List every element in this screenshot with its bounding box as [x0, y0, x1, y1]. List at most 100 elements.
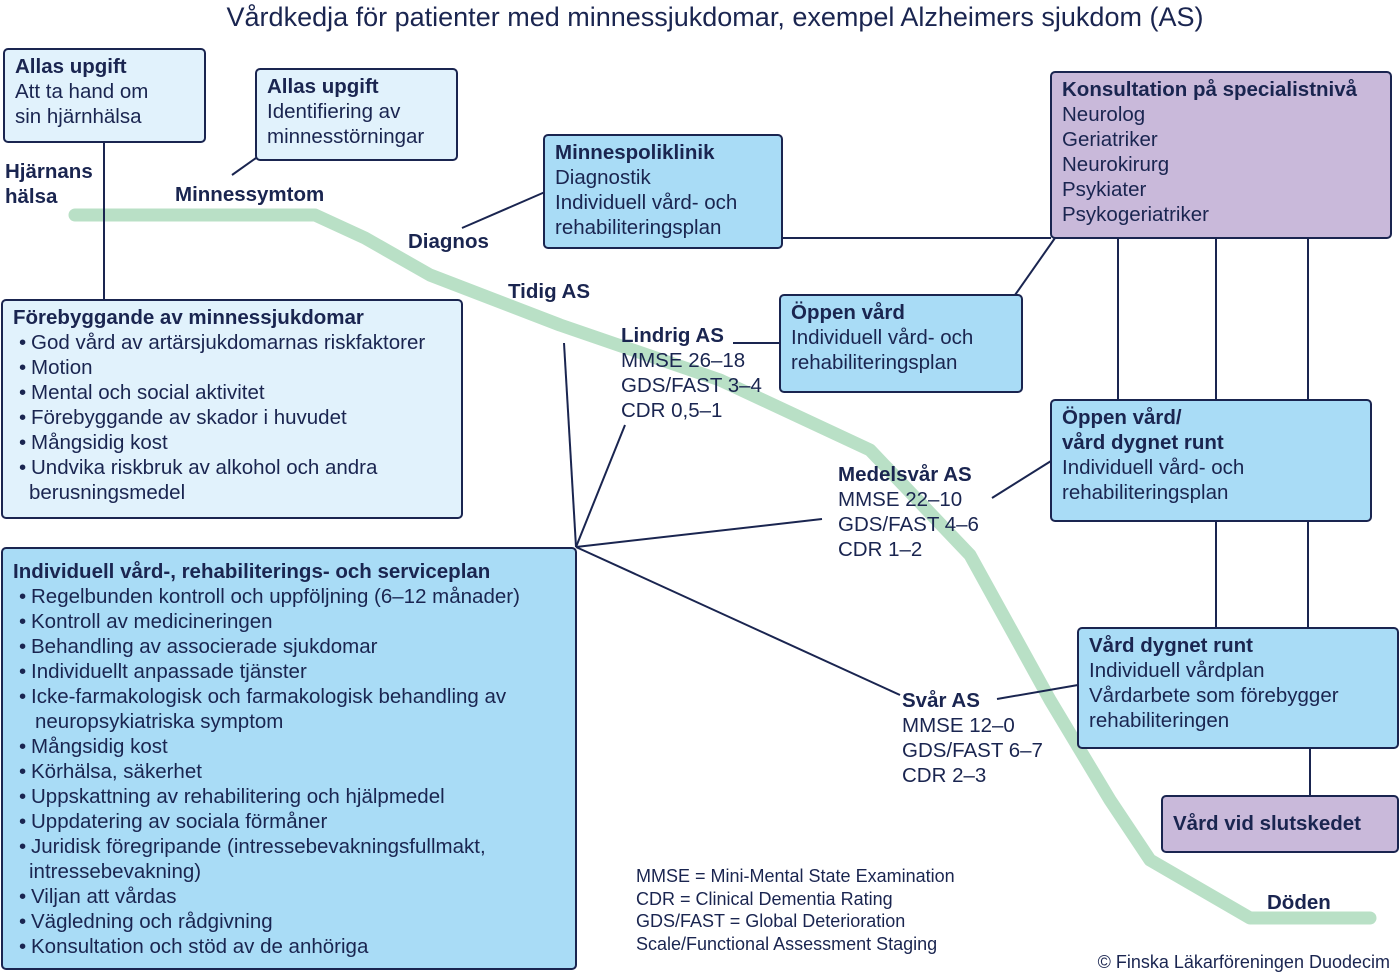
box-oppen-vard-dygnet-runt: Öppen vård/ vård dygnet runt Individuell… [1050, 399, 1372, 522]
box-line: Individuell vård- och [791, 326, 974, 349]
label-minnessymtom: Minnessymtom [175, 183, 325, 206]
stage-svar-as: Svår AS MMSE 12–0 GDS/FAST 6–7 CDR 2–3 [902, 688, 1043, 788]
box-konsultation-specialist: Konsultation på specialistnivå Neurolog … [1050, 71, 1392, 239]
box-heading: Allas upgift [15, 55, 127, 78]
label-line: Hjärnans [5, 160, 93, 183]
box-oppen-vard: Öppen vård Individuell vård- och rehabil… [779, 294, 1023, 393]
box-line: rehabiliteringen [1089, 709, 1230, 732]
box-line: rehabiliteringsplan [555, 216, 722, 239]
list-item: Undvika riskbruk av alkohol och andra [13, 455, 451, 480]
stage-line: GDS/FAST 6–7 [902, 739, 1043, 762]
connector-hub-medelsvar [575, 518, 823, 548]
stage-line: CDR 2–3 [902, 764, 987, 787]
legend-line: MMSE = Mini-Mental State Examination [636, 866, 955, 886]
label-tidig-as: Tidig AS [508, 280, 590, 303]
list-item: Behandling av associerade sjukdomar [13, 634, 565, 659]
box-line: Neurokirurg [1062, 153, 1170, 176]
box-vard-dygnet-runt: Vård dygnet runt Individuell vårdplan Vå… [1077, 627, 1399, 749]
stage-line: GDS/FAST 4–6 [838, 513, 979, 536]
list-item: Vägledning och rådgivning [13, 909, 565, 934]
list-item: God vård av artärsjukdomarnas riskfaktor… [13, 330, 451, 355]
bullet-list: Regelbunden kontroll och uppföljning (6–… [13, 584, 565, 709]
box-line: Att ta hand om [15, 80, 149, 103]
box-individuell-plan: Individuell vård-, rehabiliterings- och … [1, 547, 577, 970]
legend-line: Scale/Functional Assessment Staging [636, 933, 938, 954]
list-item-continuation: berusningsmedel [29, 481, 186, 504]
box-heading: Öppen vård/ [1062, 406, 1182, 429]
connector-konsultation-oppen [1014, 237, 1056, 296]
box-heading: Allas upgift [267, 75, 379, 98]
box-line: Identifiering av [267, 100, 401, 123]
legend-line: CDR = Clinical Dementia Rating [636, 888, 893, 909]
box-vard-vid-slutskedet: Vård vid slutskedet [1161, 795, 1399, 853]
list-item: Konsultation och stöd av de anhöriga [13, 934, 565, 959]
box-allas-upgift-halsa: Allas upgift Att ta hand om sin hjärnhäl… [3, 48, 206, 143]
list-item: Förebyggande av skador i huvudet [13, 405, 451, 430]
box-line: rehabiliteringsplan [1062, 481, 1229, 504]
box-line: Psykogeriatriker [1062, 203, 1209, 226]
box-line: Geriatriker [1062, 128, 1158, 151]
stage-line: GDS/FAST 3–4 [621, 374, 762, 397]
box-heading: Förebyggande av minnessjukdomar [13, 306, 364, 329]
box-line: Neurolog [1062, 103, 1146, 126]
connector-medelsvar-dygnet [991, 460, 1052, 499]
box-line: Vårdarbete som förebygger [1089, 684, 1339, 707]
box-line: minnesstörningar [267, 125, 425, 148]
list-item: Juridisk föregripande (intressebevakning… [13, 834, 565, 859]
stage-line: CDR 1–2 [838, 538, 923, 561]
bullet-list: Viljan att vårdas Vägledning och rådgivn… [13, 884, 565, 959]
list-item: Körhälsa, säkerhet [13, 759, 565, 784]
list-item: Uppdatering av sociala förmåner [13, 809, 565, 834]
stage-heading: Svår AS [902, 689, 980, 712]
list-item: Icke-farmakologisk och farmakologisk beh… [13, 684, 565, 709]
list-item: Regelbunden kontroll och uppföljning (6–… [13, 584, 565, 609]
connector-hub-svar [575, 546, 901, 696]
list-item: Individuellt anpassade tjänster [13, 659, 565, 684]
page-title: Vårdkedja för patienter med minnessjukdo… [226, 2, 1204, 32]
box-heading: vård dygnet runt [1062, 431, 1224, 454]
box-heading: Vård vid slutskedet [1173, 812, 1361, 835]
list-item: Viljan att vårdas [13, 884, 565, 909]
bullet-list: Mångsidig kost Körhälsa, säkerhet Uppska… [13, 734, 565, 859]
connector-minnessymtom-allas2 [231, 157, 257, 176]
list-item-continuation: neuropsykiatriska symptom [35, 710, 284, 733]
box-heading: Vård dygnet runt [1089, 634, 1254, 657]
bullet-list: God vård av artärsjukdomarnas riskfaktor… [13, 330, 451, 480]
box-heading: Öppen vård [791, 301, 905, 324]
box-line: Diagnostik [555, 166, 651, 189]
stage-medelsvar-as: Medelsvår AS MMSE 22–10 GDS/FAST 4–6 CDR… [838, 462, 979, 562]
abbreviation-legend: MMSE = Mini-Mental State Examination CDR… [636, 865, 955, 955]
connector-hub-lindrig [575, 424, 626, 548]
box-line: sin hjärnhälsa [15, 105, 142, 128]
box-line: rehabiliteringsplan [791, 351, 958, 374]
connector-svar-vard [996, 684, 1079, 700]
connector-diagnos-poliklinik [461, 191, 546, 229]
label-line: hälsa [5, 185, 58, 208]
list-item: Mångsidig kost [13, 734, 565, 759]
legend-line: GDS/FAST = Global Deterioration [636, 911, 906, 931]
box-line: Individuell vårdplan [1089, 659, 1265, 682]
stage-lindrig-as: Lindrig AS MMSE 26–18 GDS/FAST 3–4 CDR 0… [621, 323, 762, 423]
list-item: Mental och social aktivitet [13, 380, 451, 405]
box-minnespoliklinik: Minnespoliklinik Diagnostik Individuell … [543, 134, 783, 249]
list-item: Kontroll av medicineringen [13, 609, 565, 634]
box-heading: Konsultation på specialistnivå [1062, 78, 1358, 101]
stage-line: CDR 0,5–1 [621, 399, 723, 422]
stage-line: MMSE 12–0 [902, 714, 1015, 737]
box-allas-upgift-identifiering: Allas upgift Identifiering av minnesstör… [255, 68, 458, 161]
list-item: Mångsidig kost [13, 430, 451, 455]
box-line: Psykiater [1062, 178, 1147, 201]
list-item-continuation: intressebevakning) [29, 860, 202, 883]
stage-heading: Medelsvår AS [838, 463, 972, 486]
box-line: Individuell vård- och [1062, 456, 1245, 479]
stage-line: MMSE 22–10 [838, 488, 963, 511]
label-diagnos: Diagnos [408, 230, 489, 253]
connector-hub-tidig [563, 342, 577, 548]
box-line: Individuell vård- och [555, 191, 738, 214]
box-heading: Individuell vård-, rehabiliterings- och … [13, 560, 491, 583]
list-item: Uppskattning av rehabilitering och hjälp… [13, 784, 565, 809]
label-doden: Döden [1267, 891, 1331, 914]
stage-line: MMSE 26–18 [621, 349, 746, 372]
label-hjarnans-halsa: Hjärnans hälsa [5, 159, 93, 209]
